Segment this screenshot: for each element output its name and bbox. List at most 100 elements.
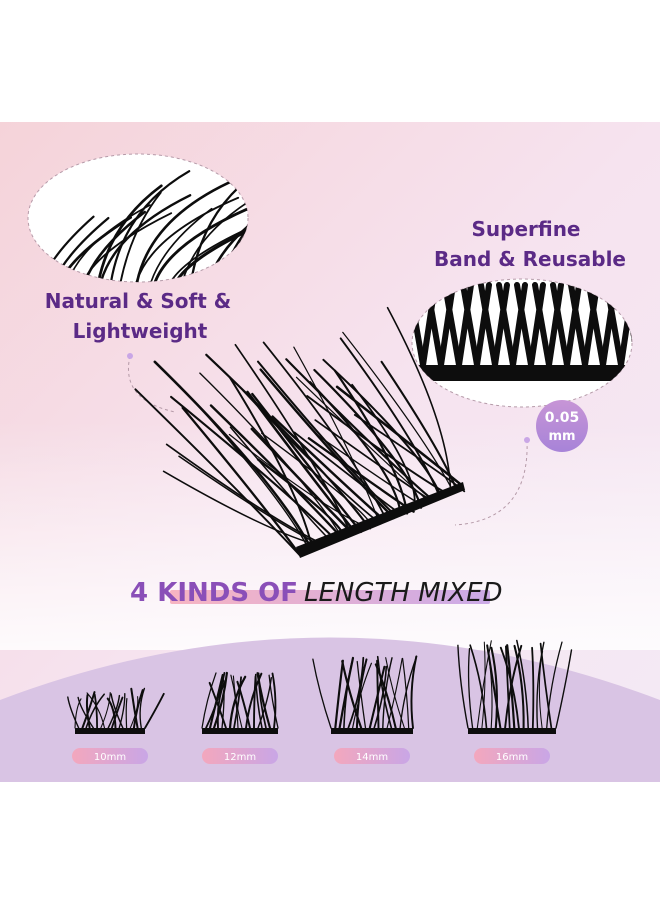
feature-band-line1: Superfine	[471, 217, 580, 241]
lash-strand	[81, 691, 96, 730]
lash-strand	[208, 681, 227, 729]
lash-strand	[347, 656, 365, 729]
lash-strand	[55, 216, 132, 282]
lash-strand	[438, 282, 462, 368]
lash-strand	[528, 282, 552, 368]
lash-strand	[139, 687, 146, 729]
length-label: 14mm	[356, 752, 388, 763]
lash-strand	[564, 282, 588, 368]
lash-strand	[181, 406, 302, 557]
lash-band	[296, 482, 465, 558]
lash-strand	[582, 282, 606, 368]
lash-strand	[254, 673, 263, 729]
lash-strand	[356, 660, 367, 729]
lash-strand	[481, 641, 486, 729]
lash-strand	[268, 674, 279, 729]
lash-band	[331, 728, 413, 734]
lash-strand	[410, 655, 418, 729]
lash-strand	[315, 433, 420, 505]
length-pill	[72, 748, 148, 764]
lash-strand	[341, 660, 363, 730]
connector-dot-left	[127, 353, 133, 359]
lash-strand	[37, 215, 95, 282]
lash-strand	[385, 657, 405, 729]
lash-strand	[555, 649, 573, 729]
lash-strand	[546, 282, 570, 368]
lash-strand	[77, 696, 95, 729]
lash-strand	[505, 645, 511, 729]
lash-strand	[546, 641, 563, 729]
lash-strand	[205, 353, 370, 528]
lash-strand	[221, 679, 225, 729]
lash-strand	[312, 658, 332, 729]
headline-underline	[170, 590, 490, 604]
lash-strand	[144, 692, 165, 729]
badge-unit: mm	[548, 429, 575, 444]
lash-strand	[539, 642, 553, 729]
headline-part1: 4 KINDS OF	[130, 578, 298, 608]
lash-strand	[335, 385, 463, 487]
lash-strand	[261, 432, 371, 523]
lash-strand	[132, 689, 144, 729]
length-label: 12mm	[224, 752, 256, 763]
lash-strand	[232, 675, 243, 729]
lash-strand	[97, 194, 192, 282]
main-lash-cluster	[134, 306, 466, 558]
lash-strand	[86, 692, 106, 729]
lash-strand	[343, 662, 353, 729]
lash-strand	[339, 337, 440, 496]
lash-strand	[162, 470, 322, 547]
lash-strand	[110, 693, 124, 729]
lash-strand	[67, 696, 80, 729]
lash-strand	[306, 395, 446, 494]
lash-strand	[531, 646, 535, 729]
lash-strand	[170, 395, 336, 540]
band-thickness-badge	[536, 400, 588, 452]
lash-band	[468, 728, 556, 734]
lash-strand	[106, 697, 117, 729]
lash-strand	[134, 388, 301, 557]
lash-strand	[147, 207, 213, 282]
lash-band	[202, 728, 278, 734]
length-sample-10mm: 10mm	[67, 687, 165, 764]
length-pill	[202, 748, 278, 764]
lash-strand	[499, 646, 520, 729]
length-pill	[334, 748, 410, 764]
lash-strand	[118, 693, 126, 729]
length-label: 16mm	[496, 752, 528, 763]
feature-soft-line1: Natural & Soft &	[45, 289, 231, 313]
lash-strand	[165, 443, 325, 546]
lash-strand	[513, 644, 525, 730]
lash-strand	[313, 368, 423, 509]
lash-strand	[108, 170, 191, 282]
lash-strand	[516, 639, 529, 729]
lash-strand	[233, 676, 242, 729]
lash-strand	[151, 202, 248, 282]
lash-strand	[228, 675, 247, 730]
length-sample-16mm: 16mm	[457, 639, 573, 764]
lash-strand	[236, 680, 251, 729]
lash-strand	[490, 646, 498, 730]
lash-strand	[118, 191, 162, 282]
lash-strand	[212, 671, 228, 730]
length-pill	[474, 748, 550, 764]
lash-strand	[242, 389, 378, 522]
lash-strand	[467, 647, 474, 729]
lash-strand	[492, 282, 516, 368]
lash-strand	[134, 177, 239, 282]
lash-strand	[85, 694, 91, 729]
lash-strand	[474, 282, 498, 368]
lash-strand	[374, 663, 397, 730]
lash-strand	[402, 657, 410, 729]
lash-strand	[536, 641, 545, 729]
lash-strand	[355, 658, 368, 729]
connector-dot-right	[524, 437, 530, 443]
lash-strand	[271, 415, 386, 522]
length-samples: 10mm 12mm 14mm 16mm	[67, 639, 573, 764]
length-sample-12mm: 12mm	[201, 671, 279, 764]
lash-strand	[110, 696, 124, 729]
headline-part2: LENGTH MIXED	[304, 578, 503, 608]
lash-strand	[256, 360, 394, 514]
lash-strand	[49, 216, 110, 282]
